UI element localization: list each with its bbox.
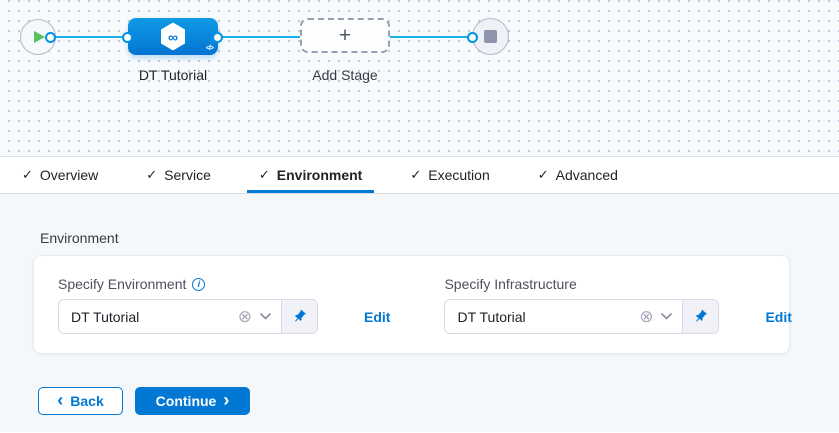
stop-icon <box>484 30 497 43</box>
wizard-footer: ‹ Back Continue › <box>38 387 839 415</box>
tab-label: Overview <box>39 167 99 183</box>
port-end[interactable] <box>467 31 478 43</box>
stage-label: DT Tutorial <box>138 67 208 83</box>
field-specify-environment: Specify Environment i DT Tutorial ⊗ <box>58 276 390 353</box>
back-button[interactable]: ‹ Back <box>38 387 123 415</box>
continue-button[interactable]: Continue › <box>135 387 250 415</box>
clear-icon[interactable]: ⊗ <box>639 307 654 326</box>
add-stage-label: Add Stage <box>312 67 378 83</box>
tab-advanced[interactable]: ✓ Advanced <box>526 157 630 193</box>
field-label: Specify Infrastructure <box>444 276 791 292</box>
port-start[interactable] <box>45 31 56 43</box>
environment-select[interactable]: DT Tutorial ⊗ <box>58 299 318 334</box>
tab-label: Service <box>164 167 211 183</box>
tab-label: Advanced <box>555 167 618 183</box>
edge-stage-to-addstage <box>218 36 300 38</box>
chevron-down-icon[interactable] <box>661 313 673 320</box>
check-icon: ✓ <box>146 167 158 182</box>
tab-environment[interactable]: ✓ Environment <box>246 157 375 193</box>
code-icon: </> <box>205 45 214 52</box>
field-label: Specify Environment i <box>58 276 390 292</box>
infrastructure-select-value: DT Tutorial <box>457 308 526 325</box>
pipeline-canvas[interactable]: ∞ </> DT Tutorial + Add Stage <box>0 0 839 157</box>
tab-label: Execution <box>428 167 490 183</box>
edge-start-to-stage <box>51 36 128 38</box>
chevron-right-icon: › <box>223 390 230 410</box>
pin-button[interactable] <box>682 300 719 333</box>
back-button-label: Back <box>70 393 104 409</box>
tab-overview[interactable]: ✓ Overview <box>10 157 110 193</box>
environment-tab-panel: Environment Specify Environment i DT Tut… <box>0 194 839 432</box>
port-stage-right[interactable] <box>212 31 223 43</box>
check-icon: ✓ <box>258 167 270 182</box>
chevron-down-icon[interactable] <box>260 313 271 320</box>
infrastructure-select[interactable]: DT Tutorial ⊗ <box>444 299 720 334</box>
chevron-left-icon: ‹ <box>57 390 64 410</box>
infinity-icon: ∞ <box>168 29 178 45</box>
check-icon: ✓ <box>22 167 33 182</box>
field-specify-infrastructure: Specify Infrastructure DT Tutorial ⊗ Edi… <box>444 276 792 353</box>
environment-select-value: DT Tutorial <box>71 308 140 325</box>
environment-card: Specify Environment i DT Tutorial ⊗ <box>33 255 792 354</box>
field-label-text: Specify Environment <box>58 276 187 292</box>
tab-service[interactable]: ✓ Service <box>134 157 223 193</box>
play-icon <box>34 31 45 43</box>
stage-node-dt-tutorial[interactable]: ∞ </> <box>128 18 218 55</box>
check-icon: ✓ <box>537 167 549 182</box>
edit-environment-link[interactable]: Edit <box>364 308 391 325</box>
stage-config-tabs: ✓ Overview ✓ Service ✓ Environment ✓ Exe… <box>0 157 839 194</box>
edit-infrastructure-link[interactable]: Edit <box>765 308 792 325</box>
plus-icon: + <box>338 24 352 47</box>
deployment-stage-icon: ∞ <box>159 22 187 51</box>
check-icon: ✓ <box>410 167 422 182</box>
tab-label: Environment <box>276 167 363 183</box>
add-stage-button[interactable]: + <box>300 18 390 53</box>
port-stage-left[interactable] <box>122 31 133 43</box>
tab-execution[interactable]: ✓ Execution <box>398 157 501 193</box>
section-title: Environment <box>40 230 119 246</box>
pin-button[interactable] <box>281 300 317 333</box>
continue-button-label: Continue <box>155 393 217 409</box>
edge-addstage-to-end <box>390 36 473 38</box>
info-icon[interactable]: i <box>192 277 206 291</box>
clear-icon[interactable]: ⊗ <box>237 307 252 326</box>
field-label-text: Specify Infrastructure <box>444 276 577 292</box>
pipeline-end-node[interactable] <box>472 18 509 55</box>
